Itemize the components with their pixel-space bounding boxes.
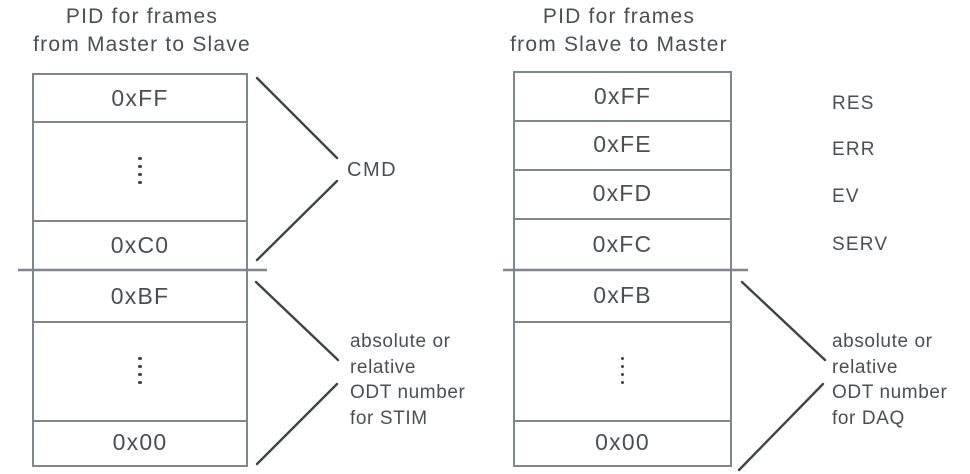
pid-cell-0xfc: 0xFC <box>592 230 653 257</box>
row-divider <box>34 321 246 323</box>
left-pid-table: 0xFF 0xC0 0xBF 0x00 <box>32 73 248 467</box>
row-divider <box>515 321 730 323</box>
left-title-line1: PID for frames <box>65 5 219 28</box>
right-pid-table: 0xFF 0xFE 0xFD 0xFC 0xFB 0x00 <box>513 71 732 467</box>
stim-bracket-upper-line <box>254 280 340 362</box>
daq-annotation-line1: absolute or <box>832 331 933 352</box>
row-label-res: RES <box>832 93 875 114</box>
pid-cell-0xfd: 0xFD <box>592 180 653 206</box>
pid-cell-0xfb: 0xFB <box>593 282 652 308</box>
daq-annotation: absolute or relative ODT number for DAQ <box>832 329 947 431</box>
daq-bracket-upper-line <box>740 280 827 362</box>
cmd-label: CMD <box>347 159 398 181</box>
left-diagram-title: PID for frames from Master to Slave <box>2 3 282 59</box>
daq-bracket-lower-line <box>737 382 825 472</box>
row-divider <box>515 218 730 220</box>
stim-annotation-line2: relative <box>350 356 417 378</box>
row-divider <box>515 420 730 422</box>
row-divider <box>34 220 246 222</box>
pid-cell-0xfe: 0xFE <box>593 131 652 157</box>
vertical-ellipsis <box>515 321 730 420</box>
pid-cell-0xbf: 0xBF <box>110 283 170 309</box>
stim-annotation: absolute or relative ODT number for STIM <box>350 329 465 431</box>
pid-cell-0xc0: 0xC0 <box>110 231 170 258</box>
stim-annotation-line3: ODT number <box>350 382 466 403</box>
right-diagram-title: PID for frames from Slave to Master <box>479 3 759 59</box>
pid-cell-0x00: 0x00 <box>595 429 650 455</box>
row-divider <box>515 120 730 122</box>
pid-cell-0x00: 0x00 <box>112 429 168 455</box>
vertical-ellipsis <box>34 321 246 420</box>
right-title-line2: from Slave to Master <box>510 33 728 56</box>
vertical-ellipsis <box>34 121 246 220</box>
pid-cell-0xff: 0xFF <box>111 84 169 111</box>
cmd-bracket-upper-line <box>255 76 339 160</box>
row-label-serv: SERV <box>832 234 889 255</box>
stim-annotation-line1: absolute or <box>350 331 451 352</box>
row-label-err: ERR <box>832 139 876 160</box>
pid-cell-0xff: 0xFF <box>593 83 652 109</box>
daq-annotation-line3: ODT number <box>832 382 948 403</box>
left-title-line2: from Master to Slave <box>33 33 251 56</box>
stim-bracket-lower-line <box>255 382 339 466</box>
cmd-bracket-lower-line <box>255 179 339 262</box>
daq-annotation-line2: relative <box>832 356 899 378</box>
right-title-line1: PID for frames <box>542 5 696 28</box>
row-label-ev: EV <box>832 186 860 207</box>
stim-annotation-line4: for STIM <box>350 407 428 429</box>
row-divider <box>515 169 730 171</box>
row-divider <box>34 121 246 123</box>
daq-annotation-line4: for DAQ <box>832 407 905 429</box>
row-divider <box>34 420 246 422</box>
